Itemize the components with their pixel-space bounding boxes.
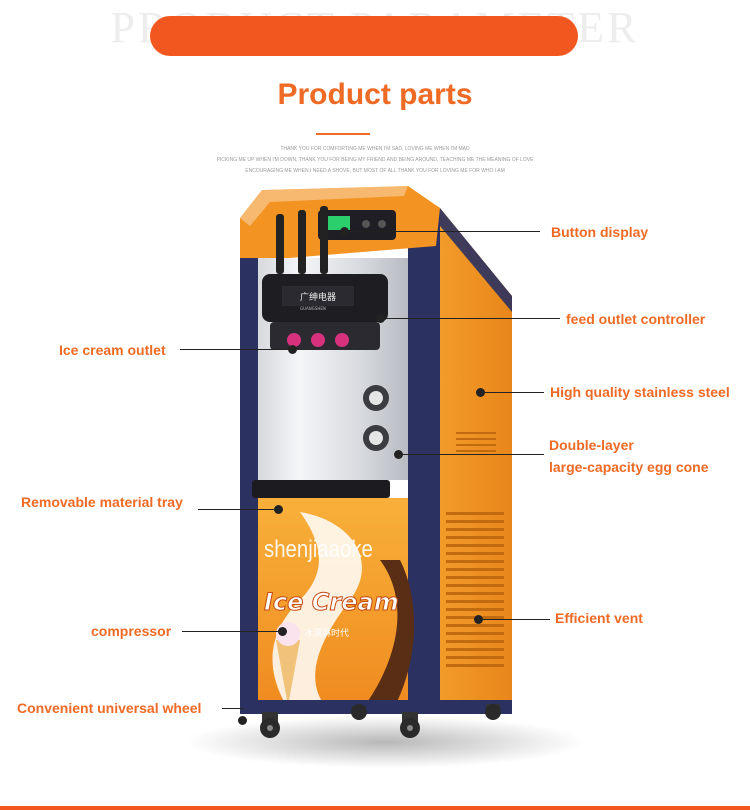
panel-ice-cream-text: Ice Cream [264, 588, 399, 616]
label-compressor: compressor [91, 623, 172, 639]
callout-line-material-tray [198, 509, 278, 510]
fine-print-line-3: ENCOURAGING ME WHEN I NEED A SHOVE, BUT … [245, 168, 505, 174]
label-egg-cone-line-1: Double-layer [549, 437, 634, 453]
brand-cn-text: 广绅电器 [300, 291, 336, 303]
label-egg-cone-line-2: large-capacity egg cone [549, 459, 709, 475]
label-feed-outlet-controller: feed outlet controller [566, 311, 706, 327]
callout-line-feed-outlet [380, 318, 560, 319]
brand-en-text: GUANGSHEN [300, 306, 326, 311]
callout-dot-egg-cone [394, 450, 403, 459]
display-screen [328, 216, 350, 230]
callout-line-efficient-vent [478, 619, 550, 620]
label-button-display: Button display [551, 224, 649, 240]
label-efficient-vent: Efficient vent [555, 610, 643, 626]
callout-dot-material-tray [274, 505, 283, 514]
callout-line-universal-wheel [222, 708, 244, 709]
vent-grille [446, 512, 504, 667]
label-ice-cream-outlet: Ice cream outlet [59, 342, 166, 358]
label-stainless-steel: High quality stainless steel [550, 384, 730, 400]
callout-dot-ice-cream-outlet [288, 345, 297, 354]
title-underline [316, 133, 370, 135]
callout-line-ice-cream-outlet [180, 349, 292, 350]
label-universal-wheel: Convenient universal wheel [17, 700, 202, 716]
header-banner [150, 16, 578, 56]
watermark-text: shenjiaaoke [264, 536, 373, 563]
fine-print-line-2: PICKING ME UP WHEN I'M DOWN, THANK YOU F… [216, 157, 534, 163]
fine-print-line-1: THANK YOU FOR COMFORTING ME WHEN I'M SAD… [280, 146, 470, 152]
wheels [260, 704, 501, 738]
bottom-accent-bar [0, 806, 750, 810]
callout-line-button-display [344, 231, 540, 232]
callout-line-compressor [182, 631, 282, 632]
callout-dot-button-display [340, 227, 349, 236]
callout-dot-compressor [278, 627, 287, 636]
callout-dot-stainless [476, 388, 485, 397]
callout-line-egg-cone [398, 454, 544, 455]
callout-line-stainless [480, 392, 544, 393]
page-title: Product parts [277, 78, 473, 111]
callout-dot-universal-wheel [238, 716, 247, 725]
panel-cn-text: 冰淇淋时代 [304, 627, 349, 639]
callout-dot-feed-outlet [376, 314, 385, 323]
label-material-tray: Removable material tray [21, 494, 183, 510]
callout-dot-efficient-vent [474, 615, 483, 624]
